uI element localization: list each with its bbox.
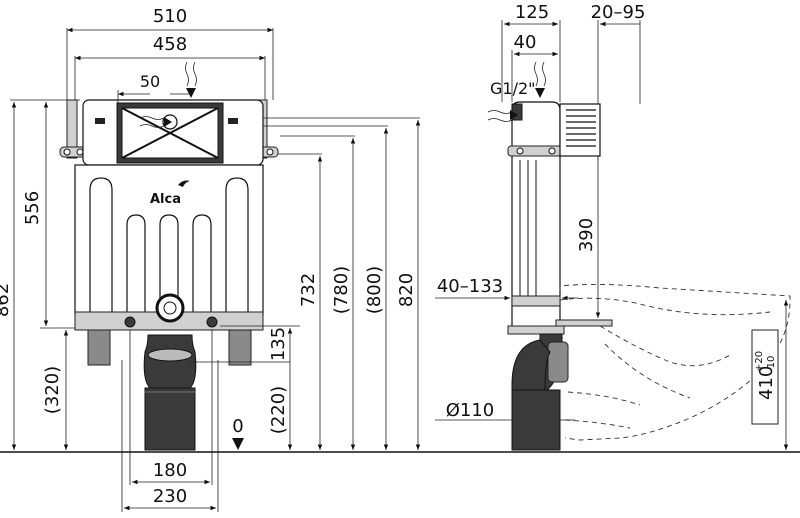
front-dimensions: [10, 27, 421, 512]
water-inlet-label: G1/2": [490, 79, 536, 98]
dim-410: 410: [756, 366, 777, 400]
drain-pipe: [144, 387, 196, 451]
side-dimensions: [435, 20, 789, 450]
dim-40-133: 40–133: [437, 276, 503, 297]
dim-320: (320): [42, 366, 63, 414]
dim-135: 135: [268, 327, 289, 361]
dim-510: 510: [153, 6, 187, 27]
leg-right: [228, 329, 252, 366]
front-view: Alca: [59, 61, 279, 451]
dim-40: 40: [514, 32, 537, 53]
leg-left: [87, 329, 111, 366]
dim-780: (780): [331, 266, 352, 314]
dim-180: 180: [153, 460, 187, 481]
side-inlet-arrow: [534, 61, 546, 98]
dim-zero: 0: [232, 416, 243, 437]
side-inlet-horizontal-arrow: [487, 110, 518, 122]
dim-125: 125: [515, 2, 549, 23]
dim-pipe-110: Ø110: [446, 400, 495, 421]
zero-level-marker: [232, 438, 244, 450]
dim-20-95: 20–95: [591, 2, 646, 23]
bowl-stud: [555, 319, 613, 327]
bolt-left: [124, 316, 136, 328]
water-inlet-arrow: [185, 61, 197, 98]
side-view: [487, 61, 791, 451]
dim-862: 862: [0, 283, 13, 317]
dim-390: 390: [576, 218, 597, 252]
bowl-height-box: [751, 329, 779, 425]
dim-820: 820: [396, 273, 417, 307]
bolt-right: [206, 316, 218, 328]
dim-458: 458: [153, 34, 187, 55]
brand-logo: Alca: [150, 192, 181, 207]
dim-800: (800): [364, 266, 385, 314]
cistern-body: [74, 164, 264, 316]
bird-icon: [178, 180, 190, 187]
dim-556: 556: [22, 191, 43, 225]
dim-50: 50: [140, 72, 160, 91]
dim-732: 732: [298, 273, 319, 307]
side-drain-pipe: [511, 389, 561, 451]
cistern-ribs: [89, 177, 249, 315]
dim-410-tol-plus: +20: [754, 351, 765, 372]
dim-230: 230: [153, 486, 187, 507]
dim-220: (220): [268, 386, 289, 434]
flush-module: [559, 103, 601, 157]
dim-410-tol-minus: -10: [766, 356, 777, 372]
flush-arrow: [139, 116, 172, 128]
